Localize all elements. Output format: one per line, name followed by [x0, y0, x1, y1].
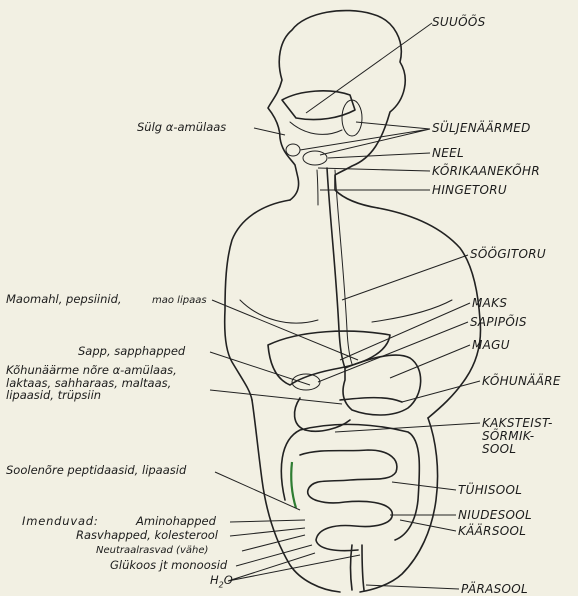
- pancreas: [340, 398, 402, 402]
- label-h2o-o: O: [224, 573, 233, 587]
- leader-magu: [390, 345, 470, 378]
- leader-kohunaarme: [210, 390, 342, 404]
- small-intestine-accent: [291, 462, 296, 508]
- leader-soolenore: [215, 472, 300, 510]
- label-kaksteistsormiksool: KAKSTEIST- SÕRMIK- SOOL: [482, 417, 553, 457]
- label-suuoos: SUUÕÕS: [432, 16, 486, 28]
- tongue: [290, 122, 342, 134]
- leader-glukoos: [236, 545, 312, 566]
- label-parasool: PÄRASOOL: [461, 583, 528, 595]
- label-rasvhapped: Rasvhapped, kolesterool: [76, 530, 218, 542]
- small-intestine: [300, 450, 397, 551]
- torso-outline: [225, 200, 481, 418]
- label-h2o: H2O: [210, 575, 233, 589]
- label-kohunaarme-nore: Kõhunäärme nõre α-amülaas, laktaas, sahh…: [6, 364, 177, 402]
- leader-sapp: [210, 352, 310, 385]
- label-kohunaare: KÕHUNÄÄRE: [482, 375, 561, 387]
- leader-rasvhapped: [230, 528, 305, 536]
- label-mao-lipaas: mao lipaas: [152, 296, 207, 306]
- label-soolenore: Soolenõre peptidaasid, lipaasid: [6, 465, 186, 477]
- stomach: [343, 355, 421, 415]
- label-syljenaarmed: SÜLJENÄÄRMED: [432, 122, 531, 134]
- leader-aminohapped: [230, 520, 305, 522]
- leader-tuhisool: [392, 482, 456, 490]
- label-neutraalrasvad: Neutraalrasvad (vähe): [96, 546, 208, 556]
- label-imenduvad: Imenduvad:: [22, 516, 99, 528]
- label-h2o-h: H: [210, 573, 219, 587]
- label-korikaanekohr: KÕRIKAANEKÕHR: [432, 165, 540, 177]
- leader-maomahl: [212, 300, 358, 360]
- label-aminohapped: Aminohapped: [136, 516, 216, 528]
- leader-kohunaare: [402, 381, 480, 402]
- label-sapipois: SAPIPÕIS: [470, 316, 527, 328]
- rectum: [351, 545, 365, 590]
- label-glukoos: Glükoos jt monoosid: [110, 560, 227, 572]
- label-sapp: Sapp, sapphapped: [78, 346, 185, 358]
- leader-soogitoru: [342, 255, 468, 300]
- trachea: [317, 170, 318, 205]
- leader-h2o: [228, 553, 360, 581]
- oral-cavity: [282, 91, 355, 120]
- label-neel: NEEL: [432, 147, 464, 159]
- lower-body-outline: [252, 400, 438, 592]
- leader-syljenaarmed: [300, 122, 430, 155]
- leader-sylg: [254, 128, 285, 135]
- label-hingetoru: HINGETORU: [432, 184, 507, 196]
- salivary-gland-submandibular: [303, 151, 327, 165]
- label-maks: MAKS: [472, 297, 507, 309]
- label-magu: MAGU: [472, 339, 510, 351]
- leader-suuoos: [306, 23, 432, 113]
- leader-neel: [328, 153, 430, 158]
- label-sylg: Sülg α-amülaas: [137, 122, 226, 134]
- large-intestine: [281, 424, 419, 540]
- leader-neutraalrasvad: [242, 535, 305, 551]
- label-niudesool: NIUDESOOL: [458, 509, 532, 521]
- salivary-gland-sublingual: [286, 144, 300, 156]
- label-tuhisool: TÜHISOOL: [458, 484, 522, 496]
- label-maomahl: Maomahl, pepsiinid,: [6, 294, 122, 306]
- salivary-gland-parotid: [342, 100, 362, 136]
- label-kaarsool: KÄÄRSOOL: [458, 525, 526, 537]
- label-soogitoru: SÖÖGITORU: [470, 248, 546, 260]
